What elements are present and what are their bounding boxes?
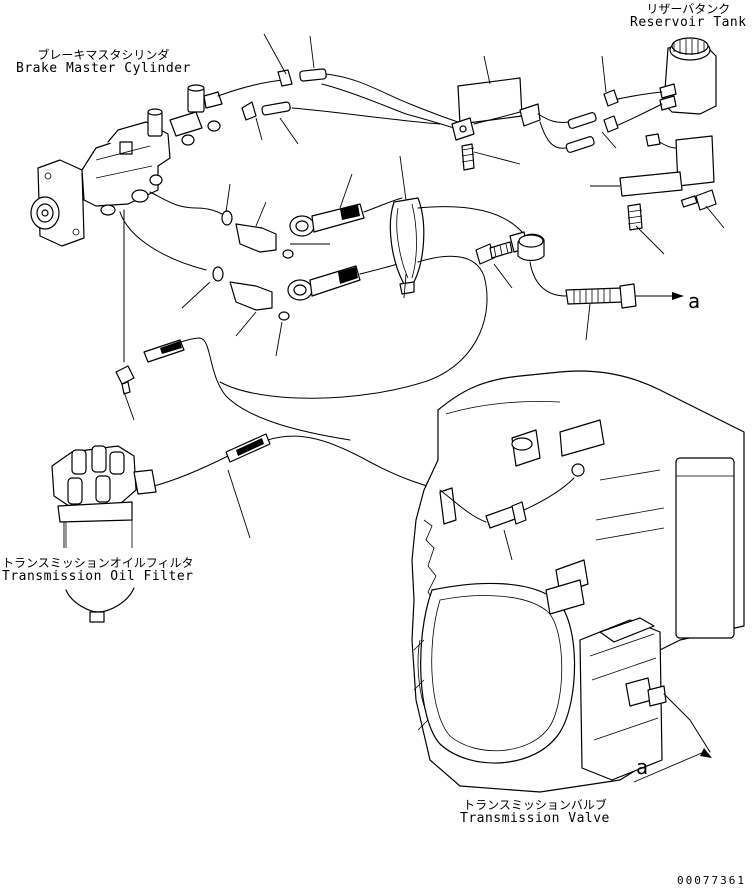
transmission-valve-label: トランスミッションバルブ Transmission Valve xyxy=(460,798,610,826)
brake-master-cylinder xyxy=(30,121,171,247)
drawing-number: 00077361 xyxy=(677,874,746,887)
transmission-oil-filter xyxy=(51,445,157,623)
transmission-oil-filter-label-jp: トランスミッションオイルフィルタ xyxy=(2,556,194,570)
brake-master-cylinder-label-jp: ブレーキマスタシリンダ xyxy=(37,48,170,62)
middle-hose-assembly xyxy=(119,191,684,399)
filter-hose xyxy=(115,209,441,491)
master-cylinder-fittings xyxy=(147,84,223,146)
reservoir-tank-label-en: Reservoir Tank xyxy=(630,15,747,30)
junction-block xyxy=(451,77,541,171)
reservoir-tank-label-jp: リザーバタンク xyxy=(646,2,731,16)
transmission-oil-filter-label-en: Transmission Oil Filter xyxy=(2,569,194,584)
transmission-oil-filter-label: トランスミッションオイルフィルタ Transmission Oil Filter xyxy=(2,556,194,584)
connection-marker-upper: a xyxy=(688,289,701,313)
transmission-valve xyxy=(579,617,712,781)
transmission-valve-label-jp: トランスミッションバルブ xyxy=(463,798,607,812)
leader-lines xyxy=(63,33,725,783)
reservoir-tank-label: リザーバタンク Reservoir Tank xyxy=(630,2,747,30)
brake-master-cylinder-label-en: Brake Master Cylinder xyxy=(16,61,191,76)
transmission-valve-label-en: Transmission Valve xyxy=(460,811,610,826)
connection-marker-lower: a xyxy=(636,755,649,779)
transmission-housing xyxy=(411,370,745,793)
brake-master-cylinder-label: ブレーキマスタシリンダ Brake Master Cylinder xyxy=(16,48,191,76)
upper-brake-lines xyxy=(217,68,461,131)
valve-pipe xyxy=(439,477,575,529)
reservoir-tank xyxy=(537,37,717,231)
